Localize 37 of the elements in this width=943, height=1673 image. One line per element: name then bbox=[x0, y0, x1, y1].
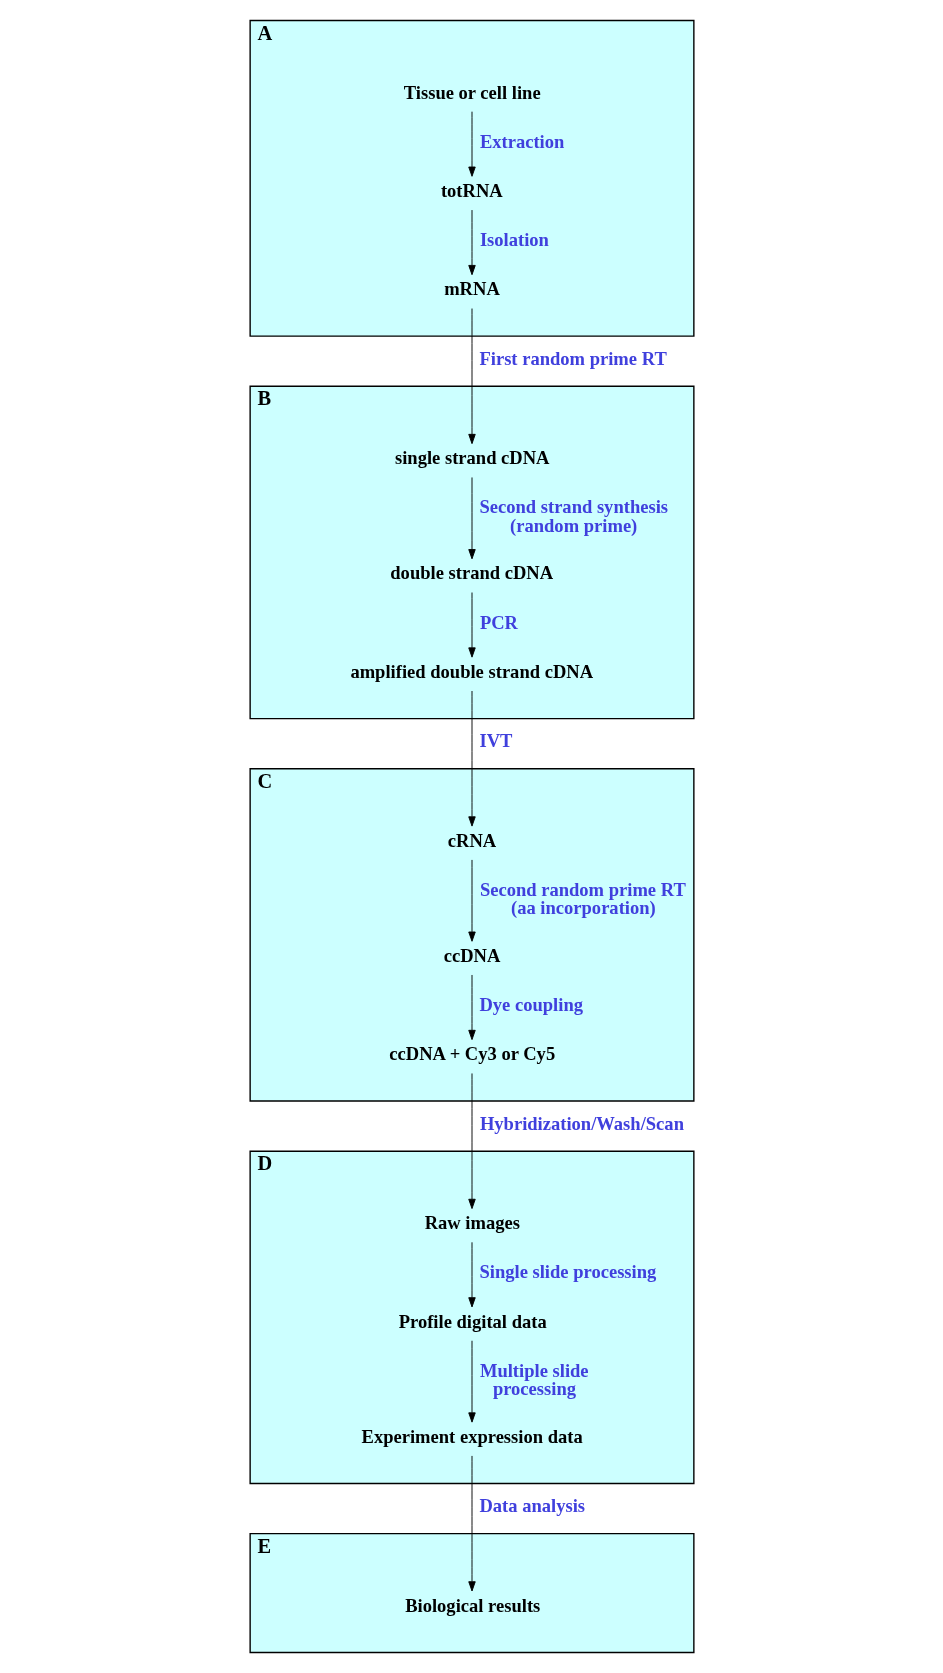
edge-label: Dye coupling bbox=[478, 994, 583, 1016]
arrow bbox=[467, 1340, 476, 1423]
node-text: mRNA bbox=[443, 278, 500, 300]
arrow bbox=[467, 209, 476, 276]
edge-label: Hybridization/Wash/Scan bbox=[479, 1112, 684, 1134]
arrow bbox=[467, 859, 476, 942]
node-text: Biological results bbox=[404, 1594, 540, 1616]
node-text: ccDNA + Cy3 or Cy5 bbox=[388, 1043, 555, 1065]
edge-label: Second random prime RT (aa incorporation) bbox=[479, 878, 686, 919]
edge-label: PCR bbox=[479, 611, 518, 633]
node-text: Experiment expression data bbox=[361, 1425, 583, 1447]
edge-label: Multiple slide processing bbox=[479, 1359, 589, 1400]
arrow bbox=[467, 111, 476, 177]
node-text: double strand cDNA bbox=[389, 562, 553, 584]
edge-label: Data analysis bbox=[478, 1495, 585, 1517]
edge-label: Second strand synthesis (random prime) bbox=[478, 496, 668, 537]
node-text: ccDNA bbox=[443, 944, 500, 966]
node-text: Raw images bbox=[424, 1212, 520, 1234]
arrow bbox=[467, 1241, 476, 1308]
node-text: cRNA bbox=[447, 829, 496, 851]
arrow bbox=[467, 592, 476, 658]
node-text: totRNA bbox=[440, 179, 503, 201]
node-text: Profile digital data bbox=[398, 1310, 547, 1332]
node-text: amplified double strand cDNA bbox=[349, 660, 593, 682]
edge-label: First random prime RT bbox=[478, 347, 667, 369]
arrow bbox=[467, 1455, 476, 1592]
edge-label: IVT bbox=[478, 730, 512, 752]
arrow bbox=[467, 1073, 476, 1209]
arrow bbox=[467, 690, 476, 827]
edge-label: Extraction bbox=[479, 130, 564, 152]
node-text: Tissue or cell line bbox=[403, 81, 541, 103]
arrow bbox=[467, 974, 476, 1041]
edge-label: Single slide processing bbox=[478, 1261, 656, 1283]
node-text: single strand cDNA bbox=[394, 447, 550, 469]
arrow bbox=[467, 308, 476, 445]
arrow bbox=[467, 477, 476, 560]
edge-label: Isolation bbox=[479, 229, 549, 251]
